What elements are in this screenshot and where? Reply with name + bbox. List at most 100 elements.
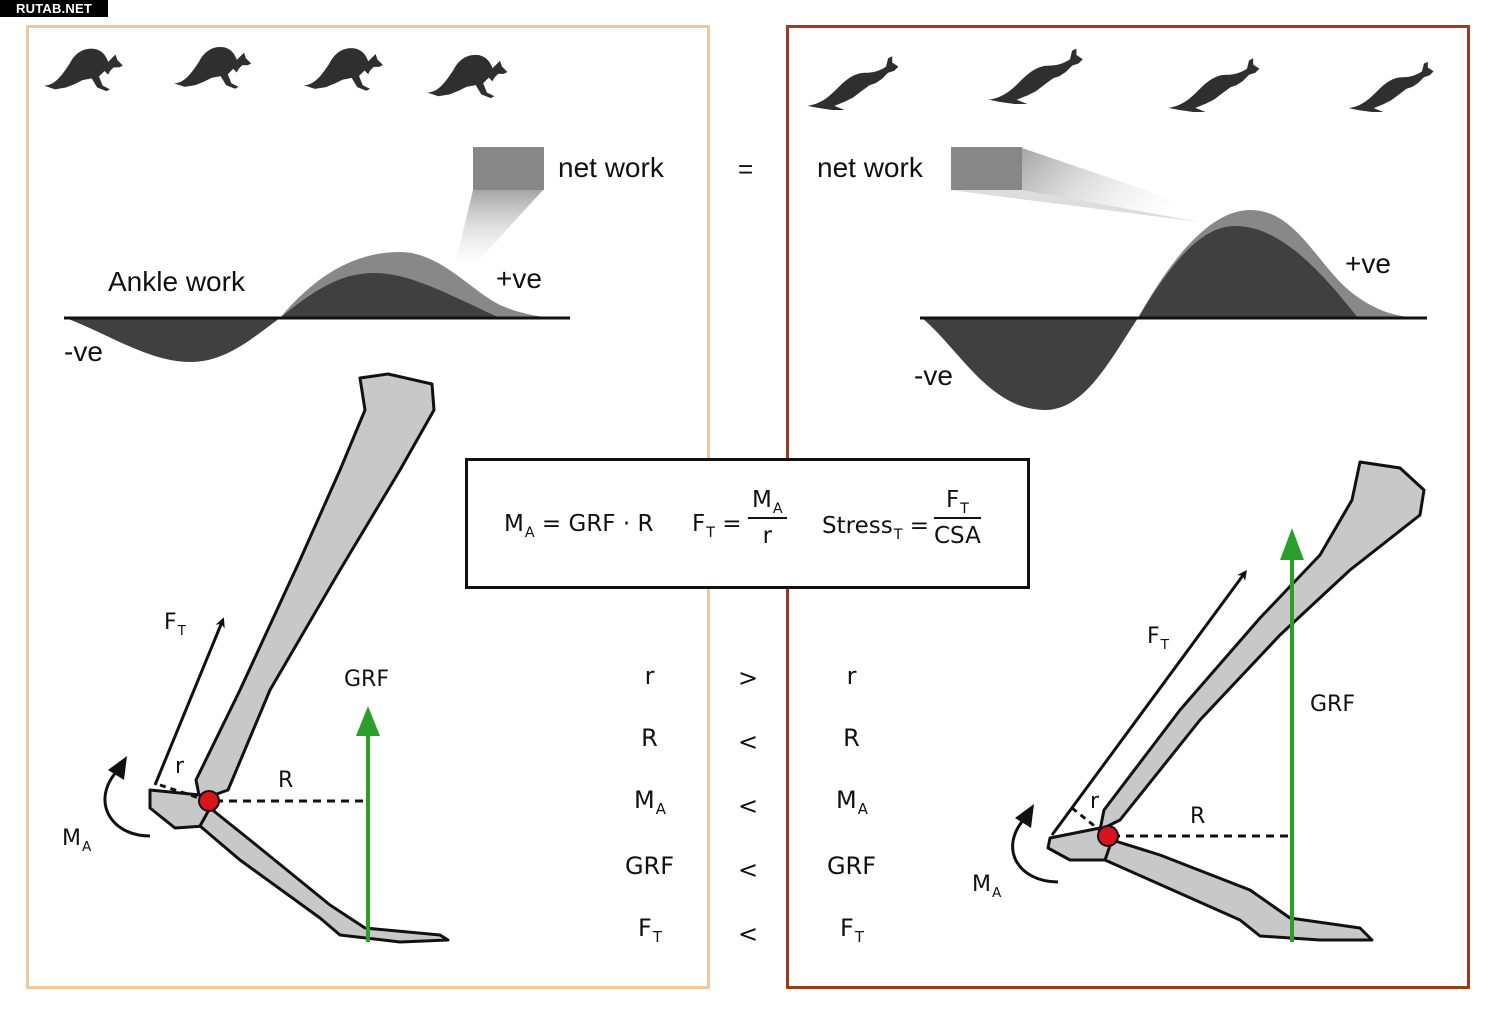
negative-work-label-left: -ve	[64, 336, 103, 367]
tendon-force-equation-lhs: FT =	[692, 511, 742, 541]
equation-box: MA = GRF · R FT = MA r StressT = FT CSA	[465, 458, 1030, 589]
eq-ma-subscript: A	[524, 524, 535, 541]
kangaroo-silhouette-icon	[44, 48, 123, 92]
stress-fraction: FT CSA	[934, 487, 981, 549]
negative-work-area	[922, 318, 1138, 410]
fraction-denominator: CSA	[934, 523, 981, 549]
metatarsal-bone	[198, 806, 450, 944]
kangaroo-silhouette-icon	[427, 54, 508, 99]
ft-symbol: F	[164, 610, 177, 635]
num-symbol: M	[752, 487, 772, 513]
ft-subscript: T	[177, 622, 186, 639]
tibia-bone	[1098, 460, 1426, 832]
fraction-numerator: FT	[934, 487, 981, 519]
comparison-left: FT	[610, 914, 690, 946]
cmp-subscript: T	[652, 928, 662, 947]
comparison-right: r	[812, 662, 892, 690]
tendon-moment-arm	[159, 783, 206, 802]
net-work-swatch	[473, 147, 544, 190]
force-diagram-left	[103, 617, 380, 942]
cmp-symbol: F	[840, 914, 854, 942]
watermark: RUTAB.NET	[0, 0, 108, 17]
cmp-symbol: R	[641, 724, 658, 752]
kangaroo-silhouette-icon	[1348, 61, 1434, 112]
net-work-beam-shadow	[950, 190, 1200, 222]
r-label-left: r	[175, 754, 185, 779]
tendon-force-arrow	[1050, 569, 1247, 836]
ankle-work-label: Ankle work	[108, 266, 245, 297]
negative-work-label-right: -ve	[914, 360, 953, 391]
ankle-joint-marker	[198, 790, 220, 812]
leg-skeleton-right	[1046, 460, 1426, 942]
num-subscript: A	[772, 500, 783, 517]
comparison-right: R	[812, 724, 892, 752]
eq-stress-symbol: Stress	[822, 513, 893, 539]
ankle-work-curve-left	[64, 252, 570, 362]
ankle-moment-arc	[103, 768, 151, 838]
r-label-right: r	[1090, 789, 1100, 814]
eq-ma-symbol: M	[504, 511, 524, 537]
positive-work-label-right: +ve	[1345, 248, 1391, 279]
net-work-swatch	[951, 147, 1022, 190]
kangaroo-silhouette-icon	[173, 46, 252, 89]
ma-symbol: M	[972, 872, 991, 897]
R-label-right: R	[1190, 804, 1206, 829]
kangaroo-silhouettes-right	[807, 48, 1434, 112]
cmp-symbol: GRF	[624, 852, 675, 880]
tendon-force-arrow	[153, 617, 225, 786]
net-work-beam	[1022, 148, 1210, 222]
kangaroo-silhouette-icon	[1168, 58, 1260, 112]
cmp-subscript: A	[857, 800, 868, 819]
eq-ft-subscript: T	[706, 524, 715, 541]
ankle-joint-marker	[1097, 825, 1119, 847]
net-work-label-right: net work	[817, 152, 923, 183]
kangaroo-silhouettes-left	[44, 46, 508, 99]
comparison-right: GRF	[812, 852, 892, 880]
comparison-operator: <	[737, 856, 759, 884]
ma-subscript: A	[81, 838, 92, 855]
grf-label-right: GRF	[1310, 692, 1355, 717]
comparison-operator: <	[737, 792, 759, 820]
net-work-label-left: net work	[558, 152, 664, 183]
R-label-left: R	[278, 768, 294, 793]
comparison-right: MA	[812, 786, 892, 818]
cmp-subscript: T	[854, 928, 864, 947]
ankle-moment-label-right: MA	[972, 872, 1001, 901]
num-symbol: F	[945, 487, 960, 513]
cmp-symbol: M	[634, 786, 655, 814]
leg-skeleton-left	[148, 372, 450, 944]
kangaroo-silhouette-icon	[988, 48, 1083, 104]
comparison-left: GRF	[610, 852, 690, 880]
fraction-denominator: r	[762, 523, 773, 549]
eq-ma-rhs: = GRF · R	[541, 511, 654, 537]
comparison-left: R	[610, 724, 690, 752]
grf-arrowhead	[356, 706, 380, 736]
ankle-moment-arc	[1011, 816, 1059, 884]
ma-symbol: M	[62, 826, 81, 851]
cmp-symbol: R	[843, 724, 860, 752]
fraction-numerator: MA	[748, 487, 787, 519]
kangaroo-silhouette-icon	[303, 48, 383, 91]
positive-work-label-left: +ve	[496, 263, 542, 294]
num-subscript: T	[960, 500, 969, 517]
comparison-right: FT	[812, 914, 892, 946]
tendon-force-label-right: FT	[1147, 624, 1169, 653]
kangaroo-silhouette-icon	[807, 56, 899, 110]
eq-ft-symbol: F	[692, 511, 706, 537]
cmp-subscript: A	[655, 800, 666, 819]
cmp-symbol: F	[638, 914, 652, 942]
ft-symbol: F	[1147, 624, 1160, 649]
ankle-moment-arrowhead	[108, 756, 127, 780]
negative-work-area	[66, 318, 280, 362]
comparison-left: r	[610, 662, 690, 690]
comparison-operator: <	[737, 920, 759, 948]
eq-ft-equals: =	[722, 511, 742, 537]
stress-equation-lhs: StressT =	[822, 513, 929, 543]
moment-equation: MA = GRF · R	[504, 511, 654, 541]
cmp-symbol: M	[836, 786, 857, 814]
eq-stress-subscript: T	[893, 526, 903, 543]
tendon-force-fraction: MA r	[748, 487, 787, 549]
ankle-moment-label-left: MA	[62, 826, 91, 855]
cmp-symbol: GRF	[826, 852, 877, 880]
